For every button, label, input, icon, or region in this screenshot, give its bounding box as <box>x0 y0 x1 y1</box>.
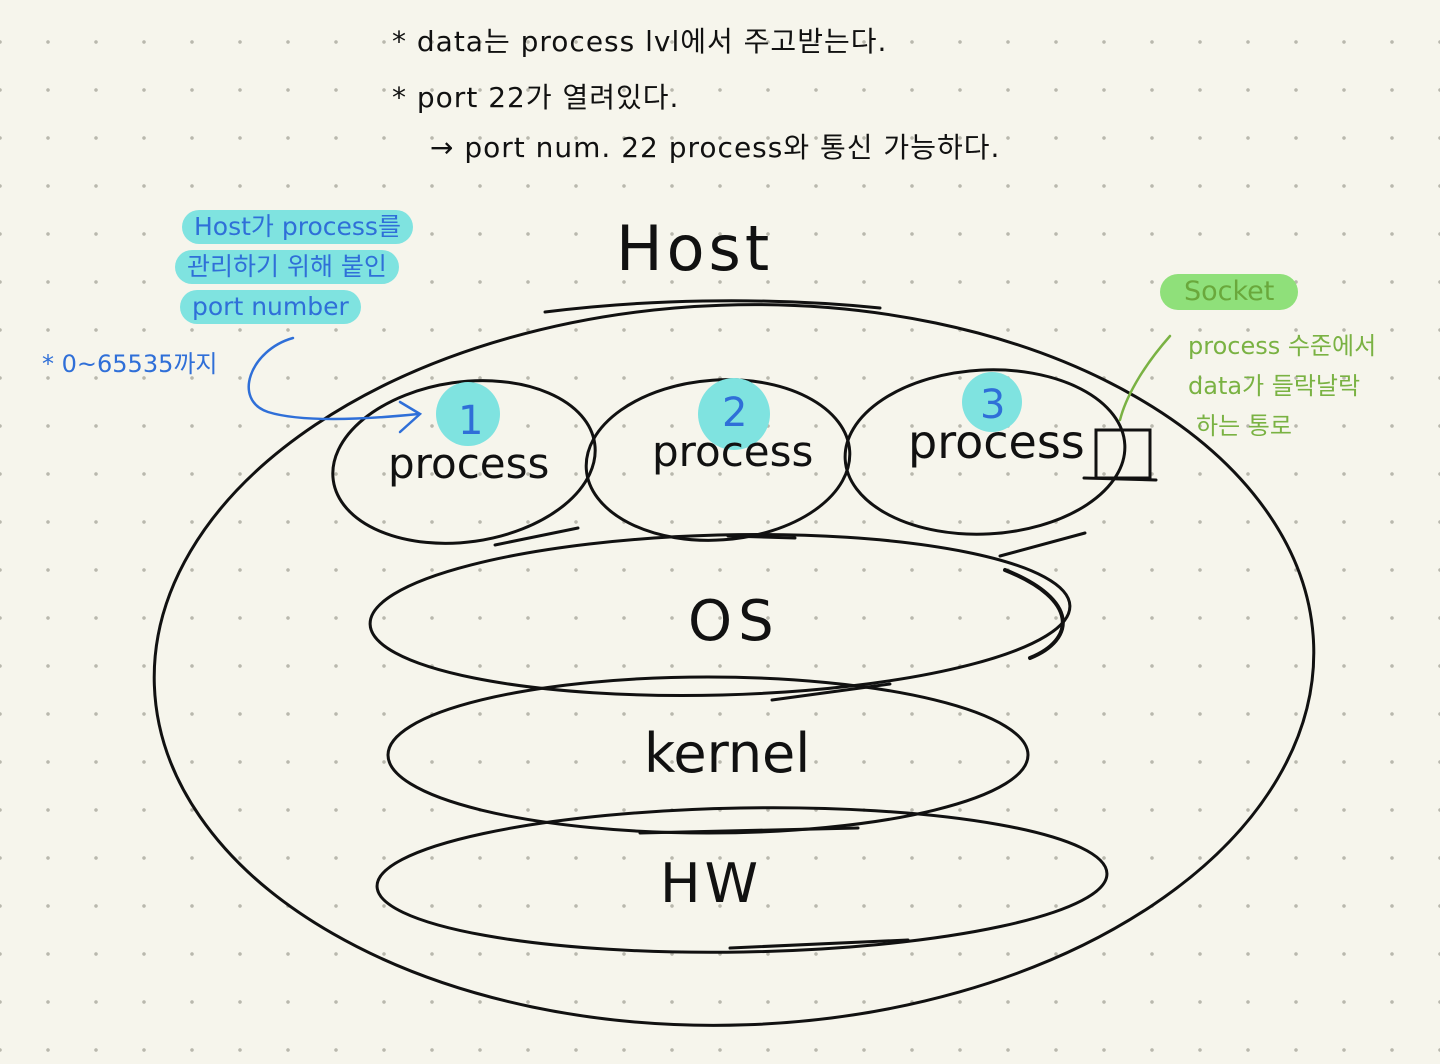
process-2-badge <box>698 378 770 450</box>
host-top-stroke <box>543 299 882 314</box>
port-annotation-line1: Host가 process를 <box>182 210 413 244</box>
process-2-label: process <box>652 427 813 476</box>
note-data-process-level: * data는 process lvl에서 주고받는다. <box>392 25 888 58</box>
process-2-number: 2 <box>722 390 747 436</box>
process-3-ellipse <box>843 368 1127 536</box>
process-1-badge <box>436 382 500 446</box>
process-3-label: process <box>908 415 1085 469</box>
process-2-ellipse <box>584 378 852 542</box>
process-3-number: 3 <box>980 382 1005 428</box>
port-annotation-line3: port number <box>180 290 361 324</box>
process-3-badge <box>962 372 1022 432</box>
socket-desc-line3: 하는 통로 <box>1196 412 1292 440</box>
hw-label: HW <box>660 852 762 915</box>
port-annotation-line2: 관리하기 위해 붙인 <box>175 250 399 284</box>
note-port-22-open: * port 22가 열려있다. <box>392 81 680 114</box>
host-ellipse <box>152 303 1316 1027</box>
os-label: OS <box>688 589 780 654</box>
socket-pointer-line <box>1118 334 1172 422</box>
os-ellipse <box>368 533 1072 697</box>
socket-desc-line2: data가 들락날락 <box>1188 372 1361 400</box>
port-range-note: * 0~65535까지 <box>42 350 218 378</box>
kernel-label: kernel <box>644 722 810 785</box>
note-port-22-communication: → port num. 22 process와 통신 가능하다. <box>430 131 1001 164</box>
socket-label: Socket <box>1160 274 1299 310</box>
port-arrow <box>247 336 420 421</box>
kernel-ellipse <box>386 675 1030 835</box>
socket-desc-line1: process 수준에서 <box>1188 332 1377 360</box>
hw-ellipse <box>375 806 1109 954</box>
process-1-label: process <box>388 439 549 488</box>
process-1-number: 1 <box>458 398 483 444</box>
host-label: Host <box>616 212 773 285</box>
process-1-ellipse <box>331 379 597 545</box>
